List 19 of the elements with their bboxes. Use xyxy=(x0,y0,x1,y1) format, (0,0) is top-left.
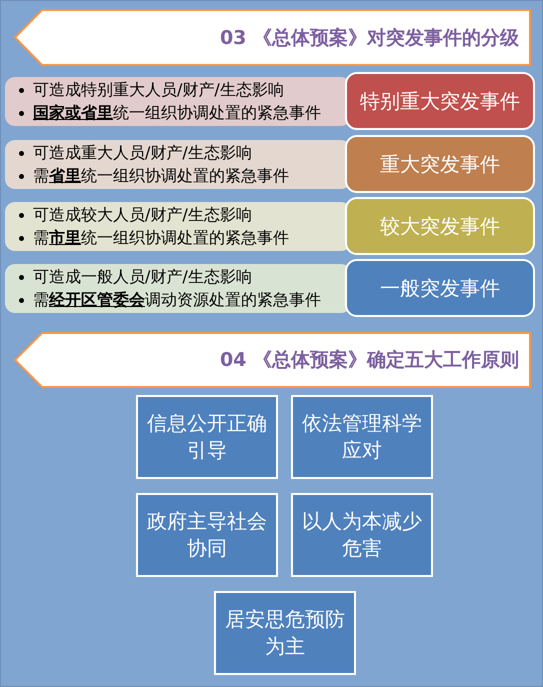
banner-title: 03 《总体预案》对突发事件的分级 xyxy=(220,26,519,50)
principle-box: 依法管理科学应对 xyxy=(291,395,433,479)
category-box: 特别重大突发事件 xyxy=(345,72,535,130)
bullet-text: 可造成特别重大人员/财产/生态影响 xyxy=(33,80,284,100)
principle-box: 信息公开正确引导 xyxy=(136,395,278,479)
bullet-text: 国家或省里统一组织协调处置的紧急事件 xyxy=(33,102,321,124)
category-box: 重大突发事件 xyxy=(345,135,535,193)
principle-box: 以人为本减少危害 xyxy=(291,493,433,577)
banner-title: 04 《总体预案》确定五大工作原则 xyxy=(220,348,519,373)
bullet-text: 可造成一般人员/财产/生态影响 xyxy=(33,266,252,288)
bullet-text: 可造成重大人员/财产/生态影响 xyxy=(33,142,252,164)
bullet-text: 需市里统一组织协调处置的紧急事件 xyxy=(33,228,289,248)
bullet-text: 可造成较大人员/财产/生态影响 xyxy=(33,204,252,226)
bullet-text: 需省里统一组织协调处置的紧急事件 xyxy=(33,166,289,186)
principle-box: 居安思危预防为主 xyxy=(214,591,356,675)
bullet-text: 需经开区管委会调动资源处置的紧急事件 xyxy=(33,290,321,310)
principle-box: 政府主导社会协同 xyxy=(136,493,278,577)
category-box: 一般突发事件 xyxy=(345,259,535,317)
category-box: 较大突发事件 xyxy=(345,197,535,255)
